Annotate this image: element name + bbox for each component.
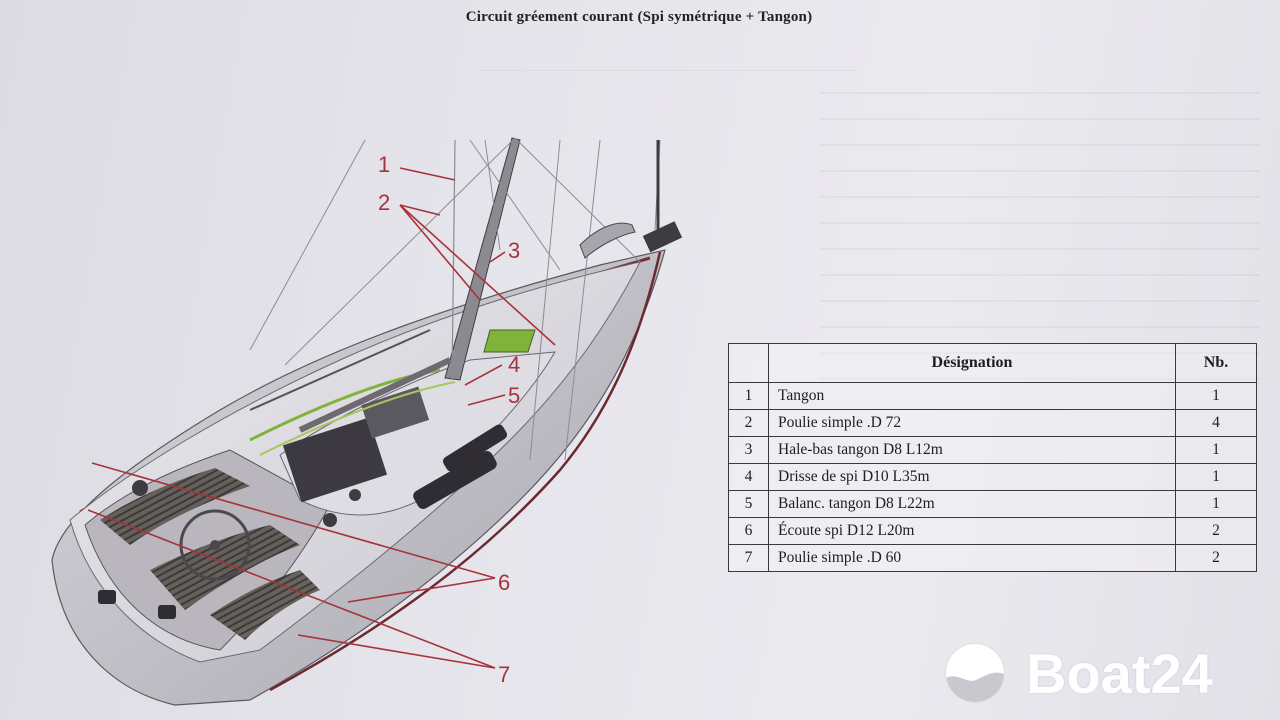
row-designation: Tangon: [768, 382, 1176, 410]
row-number: 1: [728, 382, 769, 410]
table-row: 7 Poulie simple .D 60 2: [728, 544, 1257, 572]
row-designation: Drisse de spi D10 L35m: [768, 463, 1176, 491]
callout-4: 4: [508, 352, 520, 377]
row-number: 5: [728, 490, 769, 518]
row-designation: Écoute spi D12 L20m: [768, 517, 1176, 545]
deck: [69, 261, 641, 663]
table-row: 5 Balanc. tangon D8 L22m 1: [728, 490, 1257, 518]
boat24-watermark: Boat24: [946, 641, 1213, 705]
callout-1: 1: [378, 152, 390, 177]
row-designation: Poulie simple .D 60: [768, 544, 1176, 572]
callout-3: 3: [508, 238, 520, 263]
table-row: 6 Écoute spi D12 L20m 2: [728, 517, 1257, 545]
row-number: 3: [728, 436, 769, 464]
row-quantity: 1: [1175, 490, 1257, 518]
table-header-row: Désignation Nb.: [728, 343, 1257, 383]
callout-5: 5: [508, 383, 520, 408]
boat24-logo-text: Boat24: [1026, 641, 1213, 705]
table-row: 3 Hale-bas tangon D8 L12m 1: [728, 436, 1257, 464]
row-designation: Balanc. tangon D8 L22m: [768, 490, 1176, 518]
show-through-text: [480, 30, 860, 71]
row-quantity: 2: [1175, 544, 1257, 572]
callout-7: 7: [498, 662, 510, 687]
row-quantity: 1: [1175, 463, 1257, 491]
row-quantity: 4: [1175, 409, 1257, 437]
bow-fittings: [579, 140, 683, 259]
row-designation: Poulie simple .D 72: [768, 409, 1176, 437]
row-number: 2: [728, 409, 769, 437]
header-designation: Désignation: [768, 343, 1176, 383]
table-row: 2 Poulie simple .D 72 4: [728, 409, 1257, 437]
table-row: 4 Drisse de spi D10 L35m 1: [728, 463, 1257, 491]
header-quantity: Nb.: [1175, 343, 1257, 383]
callout-numbers: 1 2 3 4 5 6 7: [378, 152, 520, 687]
parts-table: Désignation Nb. 1 Tangon 1 2 Poulie simp…: [728, 343, 1257, 572]
row-quantity: 2: [1175, 517, 1257, 545]
boat24-logo-icon: [946, 644, 1004, 702]
table-row: 1 Tangon 1: [728, 382, 1257, 410]
callout-leaders: [87, 167, 556, 669]
mast-and-spars: [249, 137, 521, 433]
row-quantity: 1: [1175, 382, 1257, 410]
callout-2: 2: [378, 190, 390, 215]
row-number: 4: [728, 463, 769, 491]
row-designation: Hale-bas tangon D8 L12m: [768, 436, 1176, 464]
row-quantity: 1: [1175, 436, 1257, 464]
row-number: 7: [728, 544, 769, 572]
show-through-lines: [820, 92, 1260, 382]
row-number: 6: [728, 517, 769, 545]
callout-6: 6: [498, 570, 510, 595]
standing-rigging: [249, 137, 661, 461]
header-number: [728, 343, 769, 383]
document-title: Circuit gréement courant (Spi symétrique…: [465, 9, 813, 25]
